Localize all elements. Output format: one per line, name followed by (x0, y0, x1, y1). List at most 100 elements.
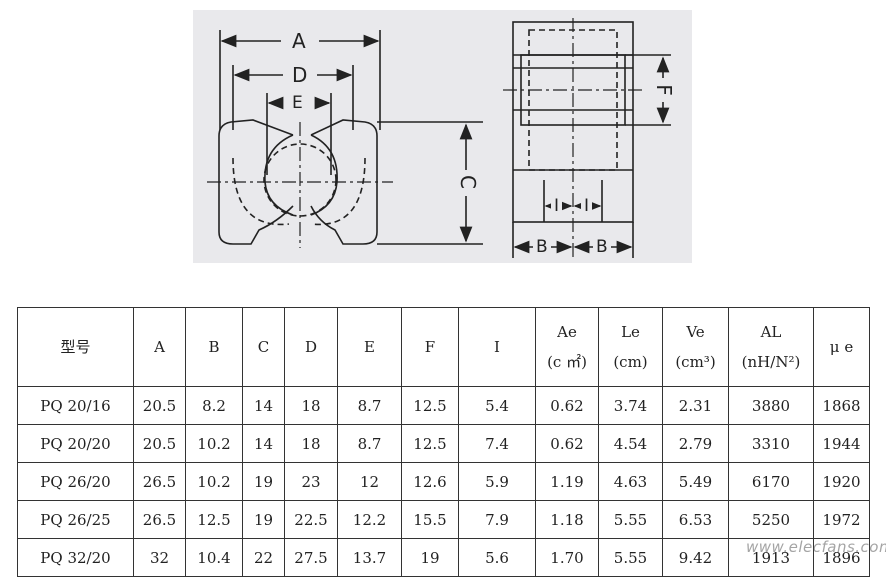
core-dimension-drawing: A D E C F I I B B (193, 10, 692, 263)
dim-label-e: E (289, 95, 306, 112)
table-cell: 1.19 (535, 462, 599, 501)
table-cell: 12 (337, 462, 402, 501)
column-header: D (284, 307, 338, 387)
table-cell: 3310 (728, 424, 814, 463)
column-header-label: D (304, 338, 318, 356)
column-header-label: μ e (829, 338, 854, 356)
column-header: I (458, 307, 536, 387)
table-cell: 1972 (813, 500, 870, 539)
table-cell: 13.7 (337, 538, 402, 577)
table-cell: 12.5 (185, 500, 243, 539)
table-cell: 1944 (813, 424, 870, 463)
column-header: A (133, 307, 186, 387)
table-cell: 26.5 (133, 500, 186, 539)
column-header-label: Ve (686, 323, 705, 341)
table-cell: 12.5 (401, 424, 459, 463)
table-cell: 3880 (728, 386, 814, 425)
column-header-label: B (208, 338, 220, 356)
column-header: AL(nH/N²) (728, 307, 814, 387)
table-cell: 1.70 (535, 538, 599, 577)
table-cell: 6170 (728, 462, 814, 501)
table-cell: 7.4 (458, 424, 536, 463)
column-header-unit: (nH/N²) (741, 353, 801, 371)
column-header: F (401, 307, 459, 387)
column-header: 型号 (17, 307, 134, 387)
table-cell: 12.6 (401, 462, 459, 501)
table-cell: 14 (242, 386, 285, 425)
column-header-label: F (424, 338, 436, 356)
table-cell: 10.4 (185, 538, 243, 577)
dim-label-i-right: I (581, 198, 593, 215)
table-cell: 5.6 (458, 538, 536, 577)
column-header-label: A (154, 338, 165, 356)
table-cell: 20.5 (133, 386, 186, 425)
watermark: www.elecfans.com (746, 538, 886, 556)
column-header-unit: (c ㎡) (547, 353, 587, 371)
dim-label-c: C (456, 172, 480, 192)
table-cell: 5.55 (598, 538, 663, 577)
table-cell: 5.49 (662, 462, 729, 501)
table-cell: 2.31 (662, 386, 729, 425)
table-cell: 8.7 (337, 386, 402, 425)
table-cell: 10.2 (185, 462, 243, 501)
column-header: Ae (c ㎡) (535, 307, 599, 387)
table-cell: 15.5 (401, 500, 459, 539)
table-cell: 20.5 (133, 424, 186, 463)
table-cell: 1896 (813, 538, 870, 577)
table-cell: 7.9 (458, 500, 536, 539)
table-cell: 0.62 (535, 386, 599, 425)
column-header-label: Ae (557, 323, 577, 341)
table-cell: 19 (401, 538, 459, 577)
column-header-label: C (257, 338, 270, 356)
table-cell: 5.9 (458, 462, 536, 501)
table-cell: 12.5 (401, 386, 459, 425)
model-cell: PQ 26/25 (17, 500, 134, 539)
table-cell: 5250 (728, 500, 814, 539)
table-cell: 12.2 (337, 500, 402, 539)
dim-label-i-left: I (551, 198, 563, 215)
table-cell: 6.53 (662, 500, 729, 539)
core-outline-svg (207, 18, 671, 260)
column-header-label: 型号 (60, 338, 91, 356)
model-cell: PQ 20/20 (17, 424, 134, 463)
table-cell: 0.62 (535, 424, 599, 463)
column-header-label: I (494, 338, 500, 356)
table-cell: 1920 (813, 462, 870, 501)
column-header: B (185, 307, 243, 387)
table-cell: 9.42 (662, 538, 729, 577)
dim-label-b-right: B (593, 239, 611, 256)
table-cell: 8.7 (337, 424, 402, 463)
table-cell: 22 (242, 538, 285, 577)
table-cell: 5.4 (458, 386, 536, 425)
table-cell: 5.55 (598, 500, 663, 539)
column-header-label: E (364, 338, 375, 356)
column-header: C (242, 307, 285, 387)
table-cell: 23 (284, 462, 338, 501)
dim-label-d: D (289, 65, 311, 85)
table-cell: 4.54 (598, 424, 663, 463)
dim-label-f: F (652, 81, 676, 99)
table-cell: 2.79 (662, 424, 729, 463)
table-cell: 19 (242, 462, 285, 501)
table-cell: 1913 (728, 538, 814, 577)
dim-label-b-left: B (533, 239, 551, 256)
table-cell: 3.74 (598, 386, 663, 425)
table-cell: 8.2 (185, 386, 243, 425)
column-header: E (337, 307, 402, 387)
column-header-label: Le (621, 323, 640, 341)
table-cell: 1868 (813, 386, 870, 425)
table-cell: 26.5 (133, 462, 186, 501)
table-cell: 27.5 (284, 538, 338, 577)
table-cell: 22.5 (284, 500, 338, 539)
column-header-unit: (cm³) (675, 353, 716, 371)
model-cell: PQ 20/16 (17, 386, 134, 425)
model-cell: PQ 32/20 (17, 538, 134, 577)
table-cell: 1.18 (535, 500, 599, 539)
